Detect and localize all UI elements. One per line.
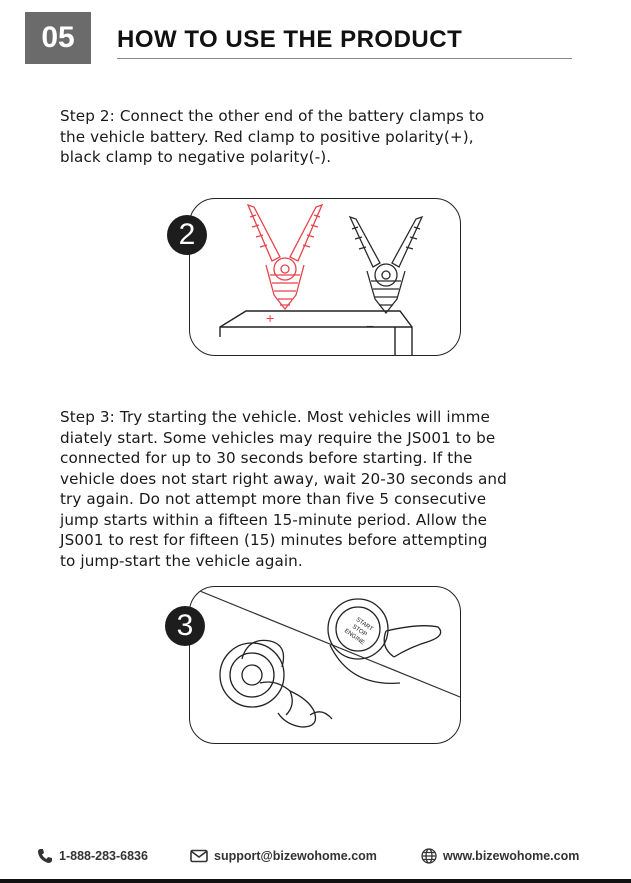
plus-sign: +: [266, 310, 274, 326]
step-2-instructions: Step 2: Connect the other end of the bat…: [60, 107, 485, 166]
footer-email[interactable]: support@bizewohome.com: [190, 846, 377, 866]
step-2-number-icon: 2: [167, 215, 207, 255]
engine-start-button-illustration: [327, 598, 442, 684]
step-2-illustration: + −: [189, 198, 461, 356]
globe-icon: [421, 848, 437, 864]
phone-number: 1-888-283-6836: [59, 849, 148, 863]
red-clamp-illustration: [246, 203, 324, 311]
black-clamp-illustration: [348, 215, 424, 315]
mail-icon: [190, 849, 208, 863]
phone-icon: [37, 848, 53, 864]
bottom-border: [0, 879, 631, 883]
website-url: www.bizewohome.com: [443, 849, 580, 863]
step-3-illustration: START STOP ENGINE: [189, 586, 461, 744]
title-underline: [117, 58, 572, 59]
minus-sign: −: [366, 318, 374, 334]
battery-illustration: [219, 310, 413, 355]
page-number-badge: 05: [25, 12, 91, 64]
step-3-number-icon: 3: [165, 606, 205, 646]
email-address: support@bizewohome.com: [214, 849, 377, 863]
step-3-instructions: Step 3: Try starting the vehicle. Most v…: [60, 408, 507, 570]
footer-phone[interactable]: 1-888-283-6836: [37, 846, 148, 866]
ignition-key-illustration: [219, 639, 333, 728]
section-title: HOW TO USE THE PRODUCT: [117, 26, 463, 53]
footer-website[interactable]: www.bizewohome.com: [421, 846, 579, 866]
